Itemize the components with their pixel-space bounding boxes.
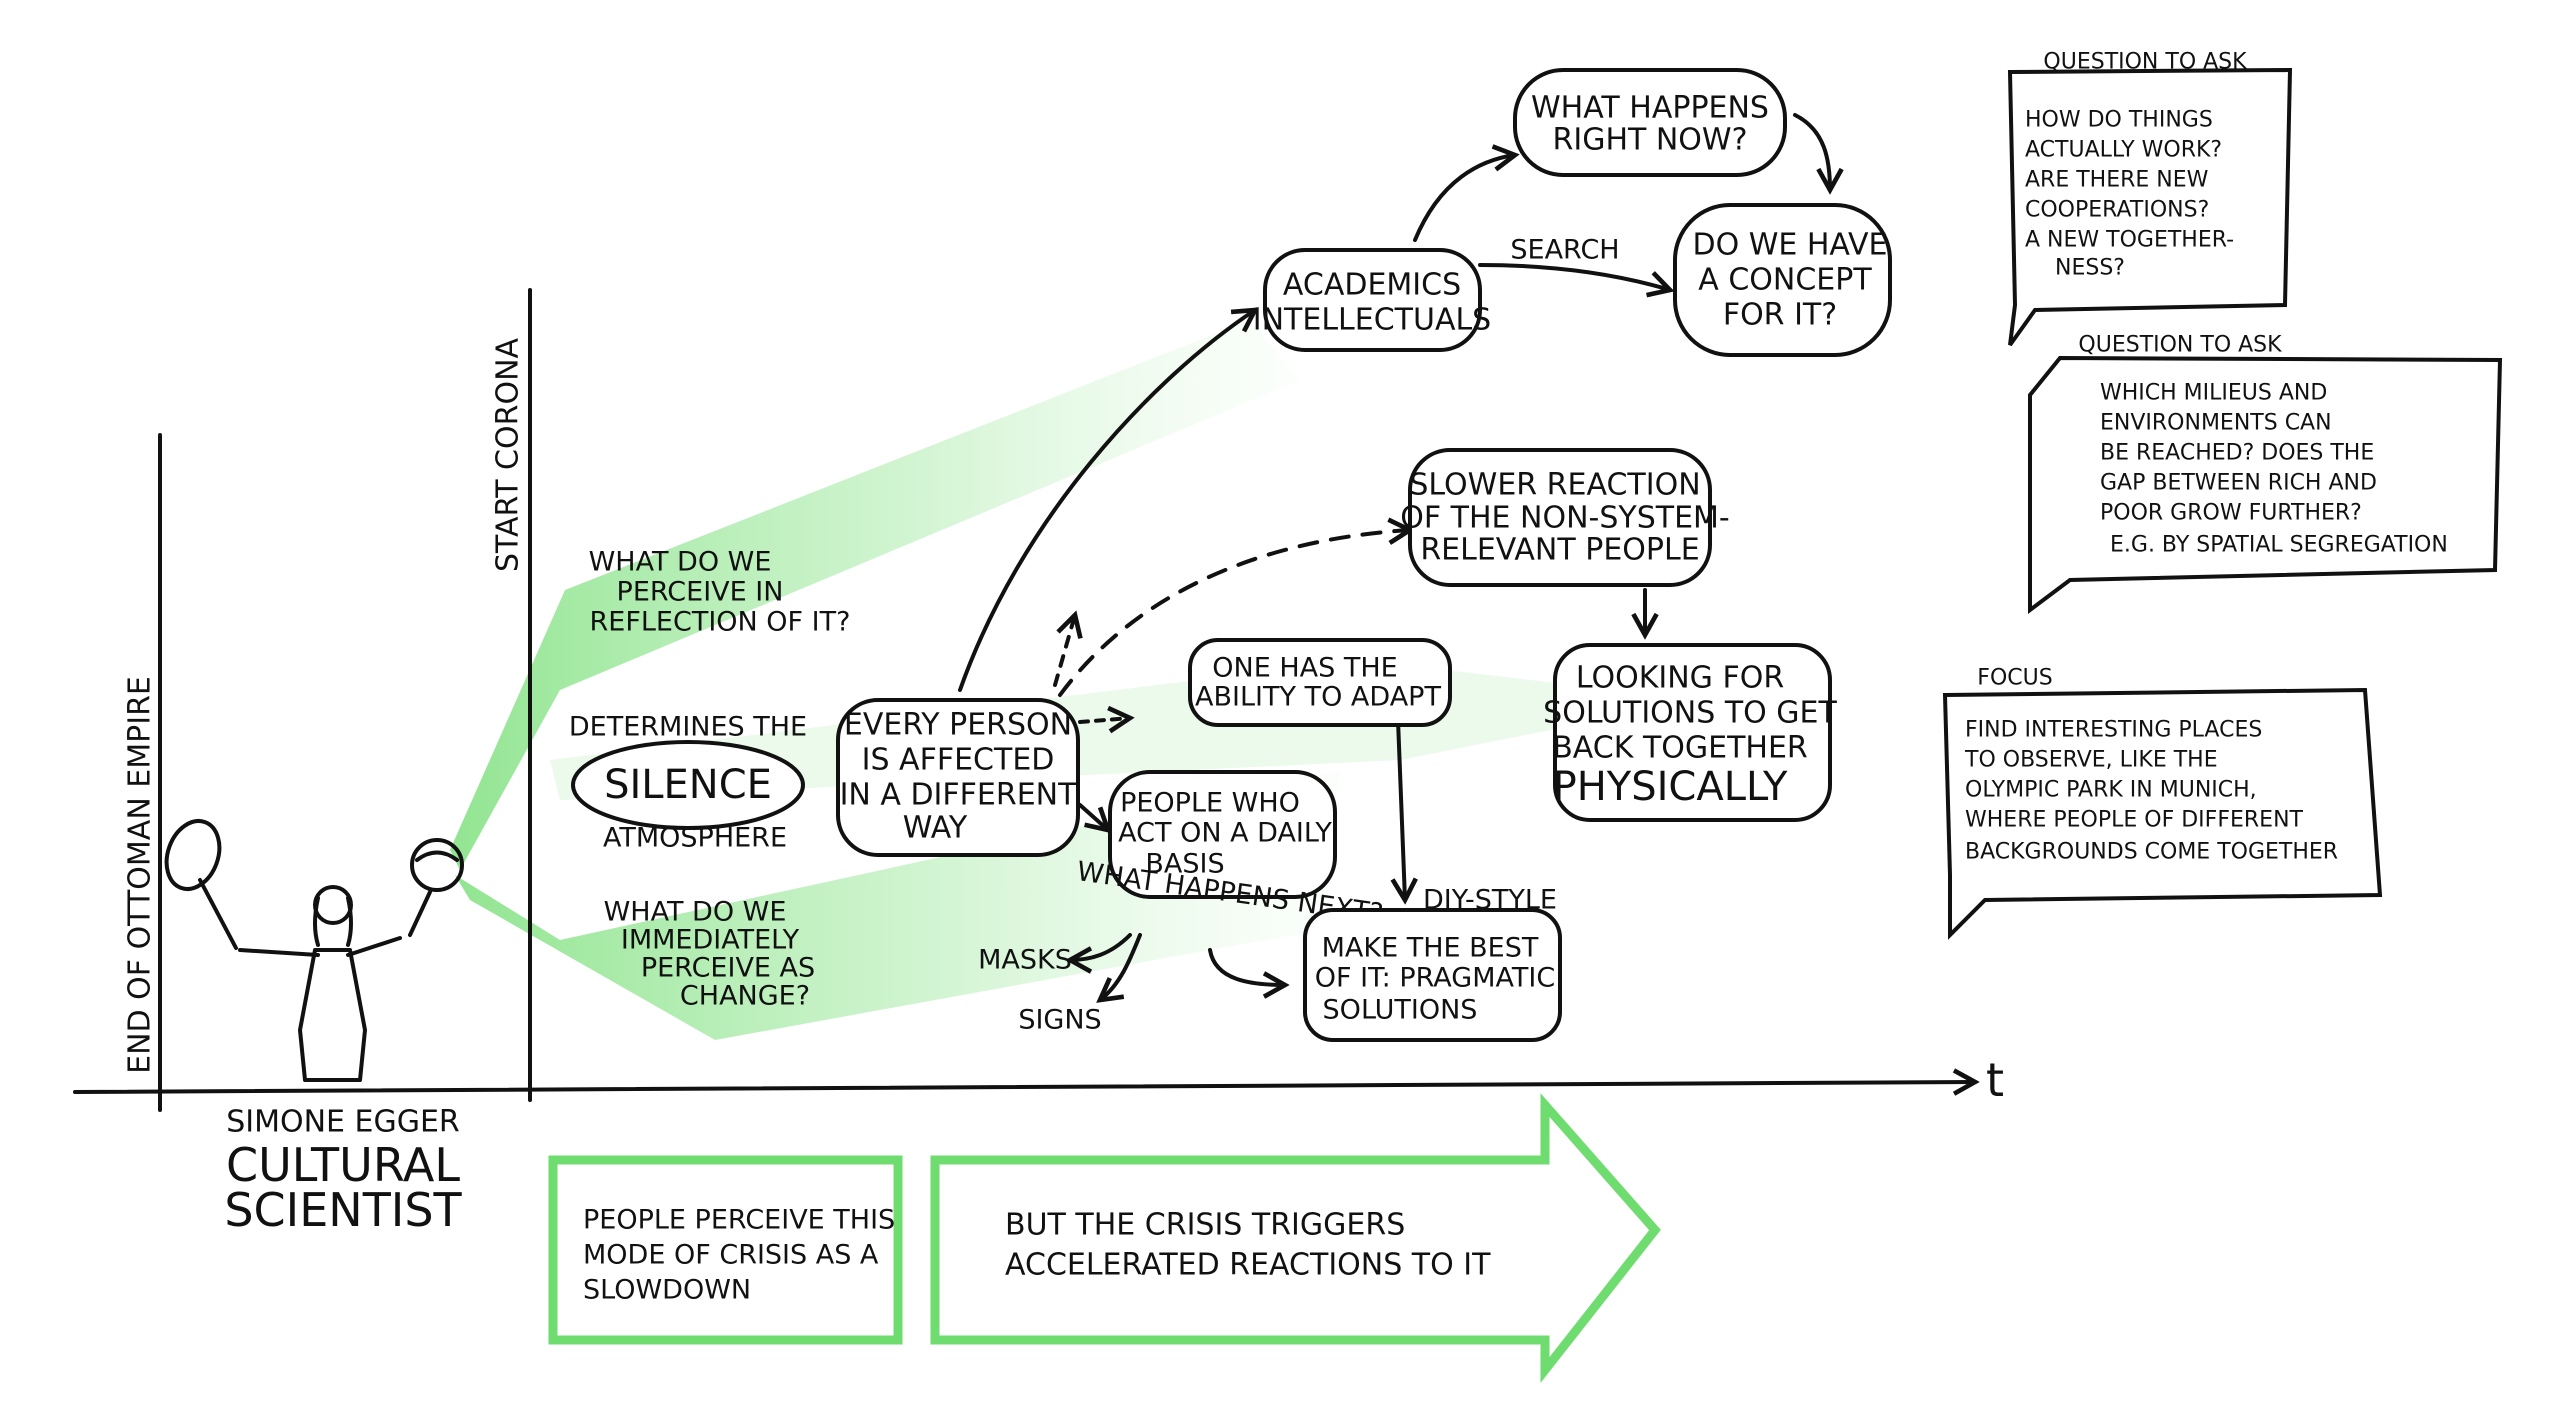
connector-arrows	[958, 113, 1830, 1000]
svg-text:ACTUALLY WORK?: ACTUALLY WORK?	[2025, 138, 2222, 163]
best-box	[1303, 908, 1562, 1042]
signs-label: SIGNS	[1018, 1005, 1101, 1036]
every-person-line1: EVERY PERSON	[844, 708, 1072, 743]
magnifier-icon	[410, 838, 464, 892]
academics-line1: ACADEMICS	[1283, 268, 1461, 303]
slower-reaction-line3: RELEVANT PEOPLE	[1420, 533, 1699, 568]
svg-text:POOR GROW FURTHER?: POOR GROW FURTHER?	[2100, 501, 2362, 526]
svg-text:HOW DO THINGS: HOW DO THINGS	[2025, 108, 2213, 133]
slowdown-line2: MODE OF CRISIS AS A	[583, 1240, 879, 1271]
svg-text:ENVIRONMENTS CAN: ENVIRONMENTS CAN	[2100, 411, 2332, 436]
slowdown-line3: SLOWDOWN	[583, 1275, 751, 1306]
looking-for-line1: LOOKING FOR	[1576, 661, 1784, 696]
time-axis-label: t	[1986, 1053, 2004, 1107]
slower-reaction-line1: SLOWER REACTION	[1409, 468, 1700, 503]
svg-text:ARE THERE NEW: ARE THERE NEW	[2025, 168, 2209, 193]
accelerated-line2: ACCELERATED REACTIONS TO IT	[1005, 1248, 1491, 1283]
slower-reaction-box	[1408, 448, 1712, 587]
ability-line1: ONE HAS THE	[1212, 653, 1397, 684]
masks-label: MASKS	[978, 945, 1072, 976]
svg-text:A NEW TOGETHER-: A NEW TOGETHER-	[2025, 228, 2234, 253]
svg-text:BACKGROUNDS COME TOGETHER: BACKGROUNDS COME TOGETHER	[1965, 840, 2338, 865]
svg-text:CHANGE?: CHANGE?	[680, 981, 810, 1012]
note-question-1: QUESTION TO ASK HOW DO THINGS ACTUALLY W…	[2007, 50, 2293, 347]
best-line2: OF IT: PRAGMATIC	[1315, 963, 1555, 994]
concept-line1: DO WE HAVE	[1692, 228, 1887, 263]
svg-text:REFLECTION OF IT?: REFLECTION OF IT?	[590, 607, 851, 638]
svg-text:IMMEDIATELY: IMMEDIATELY	[621, 925, 800, 956]
note-question-2: QUESTION TO ASK WHICH MILIEUS AND ENVIRO…	[2028, 333, 2503, 614]
hand-mirror-icon	[164, 819, 222, 891]
what-happens-now-line1: WHAT HAPPENS	[1531, 91, 1769, 126]
slower-reaction-line2: OF THE NON-SYSTEM-	[1400, 501, 1730, 536]
svg-text:GAP BETWEEN RICH AND: GAP BETWEEN RICH AND	[2100, 471, 2377, 496]
svg-text:WHAT DO WE: WHAT DO WE	[604, 897, 787, 928]
note-focus-header: FOCUS	[1977, 666, 2052, 691]
slowdown-box: PEOPLE PERCEIVE THIS MODE OF CRISIS AS A…	[548, 1155, 903, 1345]
looking-for-box	[1553, 643, 1832, 822]
note-2-header: QUESTION TO ASK	[2078, 333, 2282, 358]
person-figure	[164, 819, 464, 1082]
ability-line2: ABILITY TO ADAPT	[1195, 682, 1441, 713]
beam-upper	[450, 320, 1300, 870]
daily-line1: PEOPLE WHO	[1120, 788, 1300, 819]
ability-box	[1188, 638, 1452, 727]
daily-line2: ACT ON A DAILY	[1118, 818, 1332, 849]
silence-bubble	[571, 740, 805, 830]
marker-ottoman-empire: END OF OTTOMAN EMPIRE	[123, 676, 158, 1074]
accelerated-line1: BUT THE CRISIS TRIGGERS	[1005, 1208, 1405, 1243]
concept-line3: FOR IT?	[1723, 298, 1837, 333]
timeline: t END OF OTTOMAN EMPIRE START CORONA	[73, 288, 2004, 1112]
looking-for-line4: PHYSICALLY	[1553, 764, 1788, 810]
academics-line2: INTELLECTUALS	[1253, 303, 1491, 338]
accelerated-arrow: BUT THE CRISIS TRIGGERS ACCELERATED REAC…	[930, 1093, 1661, 1384]
svg-text:PERCEIVE IN: PERCEIVE IN	[617, 577, 784, 608]
svg-text:PERCEIVE AS: PERCEIVE AS	[641, 953, 815, 984]
svg-text:E.G. BY SPATIAL SEGREGATION: E.G. BY SPATIAL SEGREGATION	[2110, 533, 2448, 558]
perception-reflection: WHAT DO WE PERCEIVE IN REFLECTION OF IT?	[589, 547, 851, 638]
silence-bottom-label: ATMOSPHERE	[603, 823, 787, 854]
every-person-line2: IS AFFECTED	[862, 743, 1055, 778]
best-line3: SOLUTIONS	[1323, 995, 1478, 1026]
perception-change: WHAT DO WE IMMEDIATELY PERCEIVE AS CHANG…	[604, 897, 816, 1012]
svg-text:BE REACHED? DOES THE: BE REACHED? DOES THE	[2100, 441, 2374, 466]
marker-start-corona: START CORONA	[491, 337, 526, 572]
looking-for-line3: BACK TOGETHER	[1552, 731, 1808, 766]
svg-text:FIND INTERESTING PLACES: FIND INTERESTING PLACES	[1965, 718, 2262, 743]
svg-text:COOPERATIONS?: COOPERATIONS?	[2025, 198, 2209, 223]
best-line1: MAKE THE BEST	[1322, 933, 1539, 964]
slowdown-line1: PEOPLE PERCEIVE THIS	[583, 1205, 895, 1236]
what-happens-now-box	[1513, 68, 1787, 177]
svg-text:WHERE PEOPLE OF DIFFERENT: WHERE PEOPLE OF DIFFERENT	[1965, 808, 2304, 833]
daily-box	[1108, 770, 1337, 899]
concept-box	[1673, 203, 1892, 357]
svg-text:WHAT DO WE: WHAT DO WE	[589, 547, 772, 578]
every-person-box	[836, 698, 1080, 857]
daily-line3: BASIS	[1145, 849, 1224, 880]
person-role-line2: SCIENTIST	[224, 1183, 462, 1237]
every-person-line3: IN A DIFFERENT	[840, 778, 1078, 813]
silence-label: SILENCE	[604, 762, 772, 808]
silence-top-label: DETERMINES THE	[569, 712, 807, 743]
looking-for-line2: SOLUTIONS TO GET	[1543, 696, 1837, 731]
every-person-line4: WAY	[903, 811, 968, 846]
note-focus: FOCUS FIND INTERESTING PLACES TO OBSERVE…	[1942, 666, 2383, 940]
academics-box	[1263, 248, 1482, 352]
concept-line2: A CONCEPT	[1698, 263, 1872, 298]
search-label: SEARCH	[1510, 235, 1619, 266]
svg-text:OLYMPIC PARK IN MUNICH,: OLYMPIC PARK IN MUNICH,	[1965, 778, 2257, 803]
person-name: SIMONE EGGER	[226, 1105, 460, 1140]
person-role-line1: CULTURAL	[226, 1138, 460, 1192]
svg-text:NESS?: NESS?	[2055, 256, 2125, 281]
svg-text:TO OBSERVE, LIKE THE: TO OBSERVE, LIKE THE	[1964, 748, 2218, 773]
svg-text:WHICH MILIEUS AND: WHICH MILIEUS AND	[2100, 381, 2327, 406]
what-happens-now-line2: RIGHT NOW?	[1553, 123, 1748, 158]
